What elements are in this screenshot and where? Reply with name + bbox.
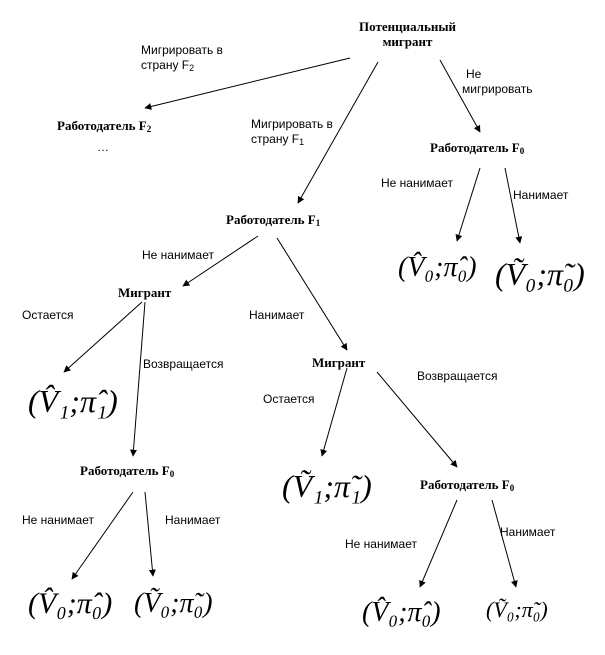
label-f0top-hire: Нанимает (513, 188, 569, 202)
node-potential-migrant: Потенциальный мигрант (340, 19, 475, 49)
node-employer-f1: Работодатель F1 (226, 212, 320, 231)
label-ml-return: Возвращается (143, 357, 224, 371)
outcome-migrant-left-stay: (V̂₁;π̂₁) (28, 383, 118, 419)
node-employer-f0-top-sub: 0 (519, 146, 525, 156)
edge-mr-stay (320, 367, 348, 457)
node-potential-migrant-line1: Потенциальный (359, 19, 456, 34)
label-migrate-f2-sub: 2 (189, 63, 195, 73)
edge-ml-stay (63, 301, 143, 373)
label-migrate-f1-sub: 1 (299, 137, 305, 147)
outcome-f0r-hire: (Ṽ₀;π̃₀) (486, 597, 548, 622)
edge-mr-return (376, 371, 458, 468)
label-not-migrate: Не мигрировать (462, 67, 532, 97)
node-employer-f0-right-label: Работодатель F (420, 477, 510, 492)
node-employer-f0-left-sub: 0 (169, 469, 175, 479)
label-not-migrate-line2: мигрировать (462, 82, 533, 96)
label-f0r-not-hire: Не нанимает (345, 537, 417, 551)
edge-f0l-not-hire (71, 491, 134, 580)
node-employer-f2: Работодатель F2 (57, 118, 151, 137)
edge-root-to-f1 (297, 61, 379, 204)
label-migrate-f2-line2: страну F (141, 58, 190, 72)
node-employer-f0-left-label: Работодатель F (80, 463, 170, 478)
label-migrate-f2-line1: Мигрировать в (141, 43, 223, 57)
label-ml-stay: Остается (22, 308, 74, 322)
label-not-migrate-line1: Не (466, 67, 482, 81)
label-f0top-not-hire: Не нанимает (381, 176, 453, 190)
node-employer-f0-left: Работодатель F0 (80, 463, 174, 482)
node-employer-f1-label: Работодатель F (226, 212, 316, 227)
node-employer-f0-top-label: Работодатель F (430, 140, 520, 155)
label-migrate-f1-line2: страну F (251, 132, 300, 146)
node-employer-f0-top: Работодатель F0 (430, 140, 524, 159)
label-mr-return: Возвращается (417, 369, 498, 383)
label-mr-stay: Остается (263, 392, 315, 406)
node-employer-f2-label: Работодатель F (57, 118, 147, 133)
edge-f0l-hire (144, 491, 156, 577)
label-f0r-hire: Нанимает (500, 525, 556, 539)
node-migrant-left: Мигрант (118, 285, 172, 300)
node-employer-f2-sub: 2 (146, 124, 152, 134)
label-f1-hire: Нанимает (249, 308, 305, 322)
node-potential-migrant-line2: мигрант (382, 34, 433, 49)
outcome-f0l-hire: (Ṽ₀;π̃₀) (134, 588, 213, 619)
edge-f0r-hire (491, 499, 518, 588)
edge-root-to-f2 (144, 57, 351, 110)
label-migrate-f1: Мигрировать в страну F1 (251, 117, 333, 150)
outcome-f0r-not-hire: (V̂₀;π̂₀) (362, 597, 441, 628)
edge-f1-hire (276, 237, 348, 351)
node-employer-f1-sub: 1 (315, 218, 321, 228)
node-employer-f0-right: Работодатель F0 (420, 477, 514, 496)
label-migrate-f1-line1: Мигрировать в (251, 117, 333, 131)
node-employer-f2-ellipsis: … (97, 140, 109, 154)
outcome-f0top-hire: (Ṽ₀;π̃₀) (495, 256, 585, 292)
label-migrate-f2: Мигрировать в страну F2 (141, 43, 223, 76)
label-f0l-not-hire: Не нанимает (22, 513, 94, 527)
label-f1-not-hire: Не нанимает (142, 248, 214, 262)
label-f0l-hire: Нанимает (165, 513, 221, 527)
node-employer-f0-right-sub: 0 (509, 483, 515, 493)
edge-f1-not-hire (182, 235, 259, 287)
outcome-migrant-right-stay: (Ṽ₁;π̃₁) (282, 468, 372, 504)
edge-f0top-not-hire (455, 167, 481, 242)
outcome-f0top-not-hire: (V̂₀;π̂₀) (398, 252, 477, 283)
edge-ml-return (130, 301, 146, 457)
edge-f0r-not-hire (419, 499, 458, 588)
outcome-f0l-not-hire: (V̂₀;π̂₀) (28, 587, 113, 620)
edge-root-to-f0 (439, 59, 481, 133)
node-migrant-right: Мигрант (312, 355, 366, 370)
edge-f0top-hire (504, 167, 523, 244)
